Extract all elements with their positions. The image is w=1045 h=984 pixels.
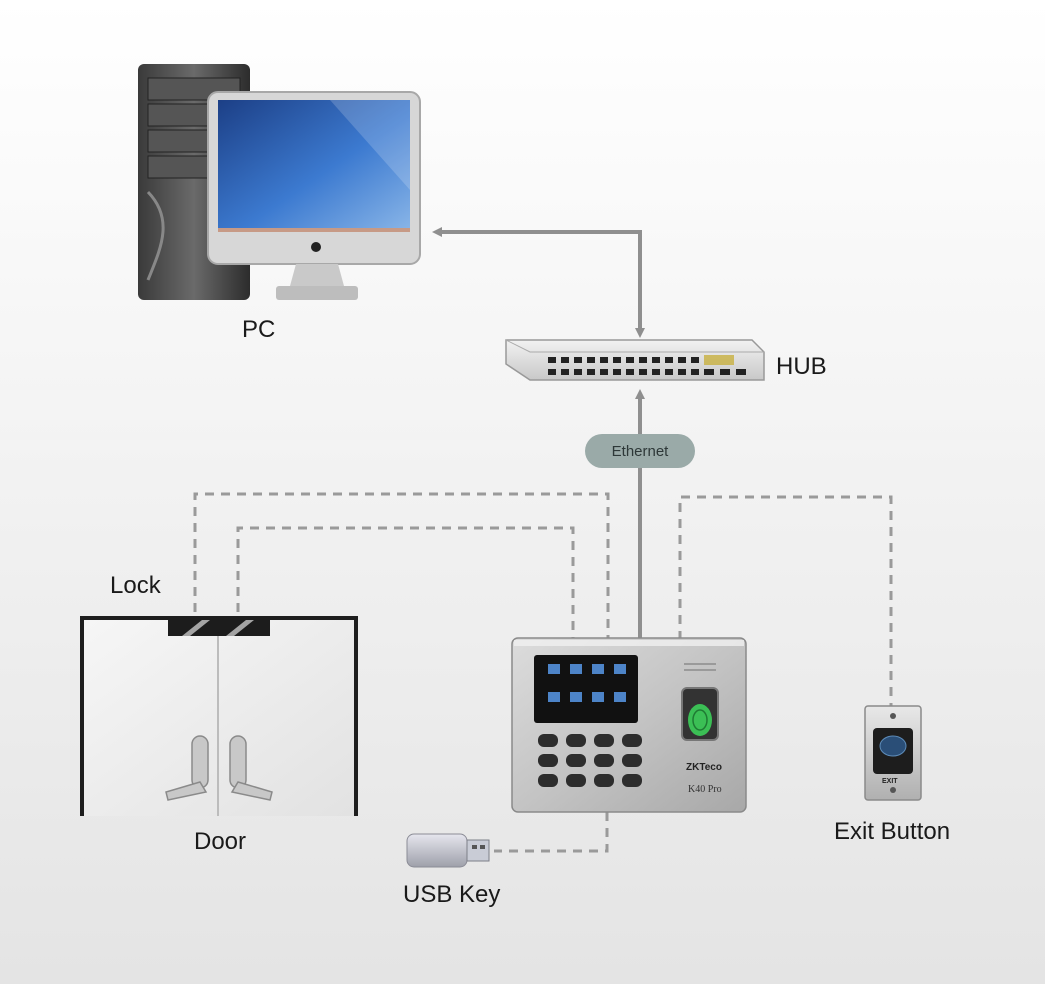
lock-label: Lock (110, 572, 161, 599)
ethernet-badge: Ethernet (585, 434, 695, 468)
time-attendance-terminal-icon: ZKTeco K40 Pro (511, 637, 747, 813)
door-handles (165, 735, 273, 801)
lock-wire-outer (193, 492, 610, 640)
usb-wire (494, 812, 609, 853)
dashed-connectors (193, 492, 893, 853)
pc-hub-link (432, 227, 645, 338)
exit-plate-label: EXIT (882, 778, 898, 785)
door-icon (80, 616, 358, 816)
fingerprint-sensor (681, 687, 719, 741)
exit-button-label: Exit Button (834, 818, 951, 845)
pc-label: PC (242, 316, 276, 343)
hub-switch-icon (505, 339, 765, 381)
door-label: Door (194, 828, 247, 855)
device-model-label: K40 Pro (688, 784, 722, 795)
usb-key-label: USB Key (403, 881, 501, 908)
usb-key-icon (406, 833, 490, 868)
exit-button-wire (678, 495, 893, 706)
device-brand-label: ZKTeco (686, 762, 722, 773)
hub-label: HUB (776, 353, 827, 380)
lock-icon (168, 620, 270, 636)
monitor-icon (207, 91, 421, 300)
exit-button-icon: EXIT (864, 705, 922, 801)
